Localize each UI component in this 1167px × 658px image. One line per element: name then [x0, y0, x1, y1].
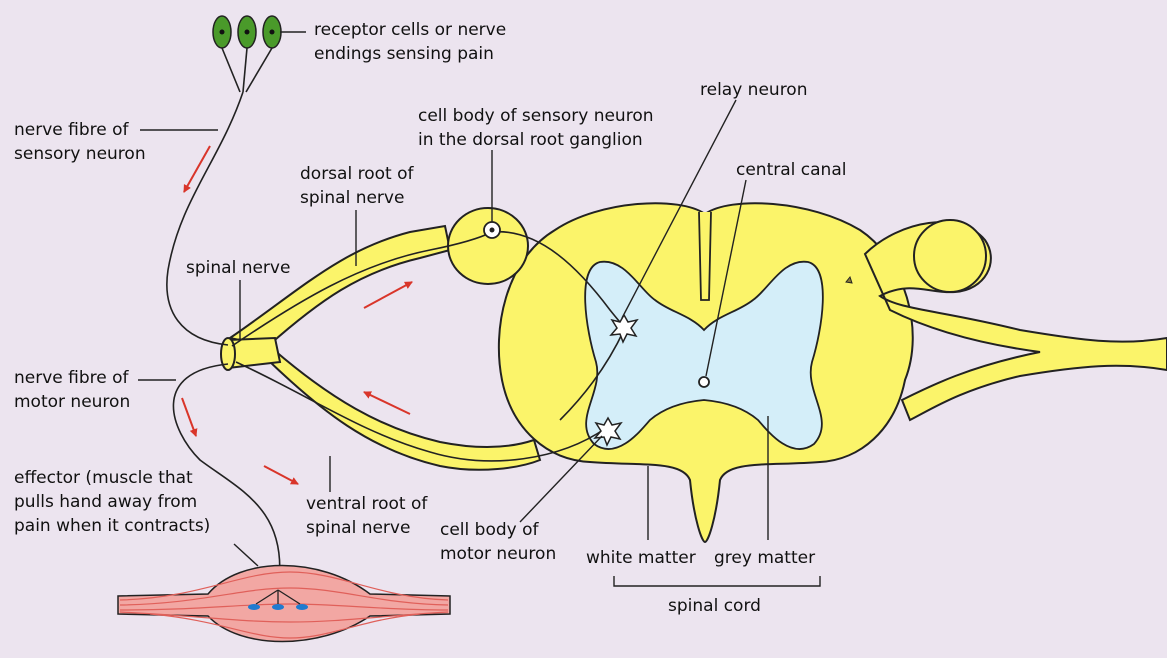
dorsal-median-fissure — [699, 212, 711, 300]
label-spinal-nerve: spinal nerve — [186, 256, 290, 280]
label-central-canal: central canal — [736, 158, 846, 182]
arrow-motor-1 — [182, 398, 196, 436]
synapse-2 — [272, 604, 284, 610]
bracket-spinal-cord — [614, 576, 820, 586]
central-canal-circle — [699, 377, 709, 387]
label-relay-neuron: relay neuron — [700, 78, 807, 102]
label-white-matter: white matter — [586, 546, 696, 570]
label-spinal-cord: spinal cord — [668, 594, 761, 618]
dorsal-root-ganglion — [448, 208, 528, 284]
spinal-cord — [499, 203, 913, 542]
arrow-motor-2 — [264, 466, 298, 484]
synapse-3 — [296, 604, 308, 610]
arrow-dorsal — [364, 282, 412, 308]
right-dorsal-ganglion — [914, 220, 986, 292]
right-spinal-nerve — [865, 220, 1167, 420]
receptors — [213, 16, 281, 48]
dorsal-root — [230, 226, 450, 346]
synapse-1 — [248, 604, 260, 610]
muscle-effector — [118, 566, 450, 642]
leader-effector — [234, 544, 258, 566]
label-grey-matter: grey matter — [714, 546, 815, 570]
arrow-ventral — [364, 392, 410, 414]
sensory-cell-nucleus — [490, 228, 495, 233]
left-spinal-nerve — [221, 208, 540, 470]
arrow-sensory — [184, 146, 210, 192]
